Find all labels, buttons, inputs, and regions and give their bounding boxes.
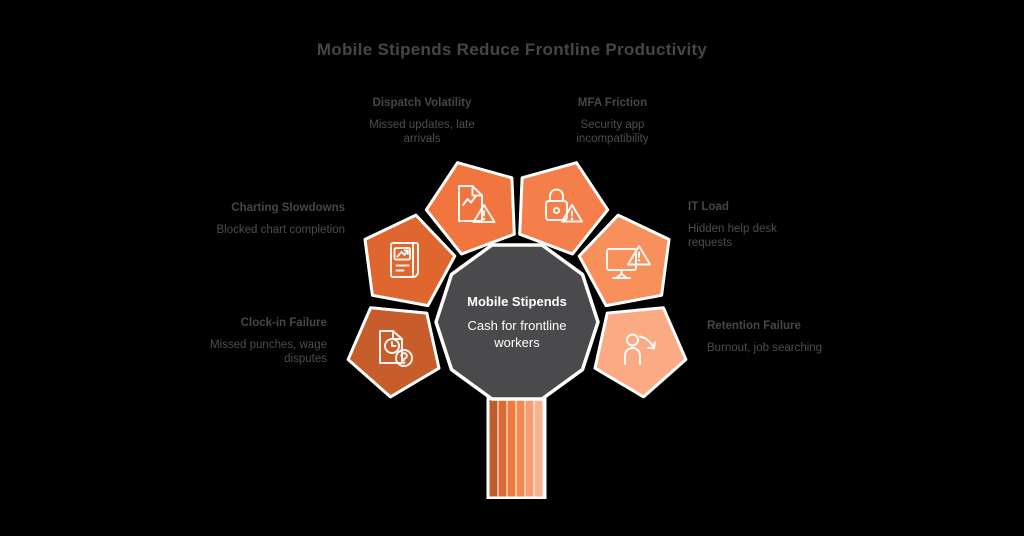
- center-heading: Mobile Stipends: [467, 294, 567, 309]
- center-description: Cash for frontline workers: [467, 318, 567, 351]
- document-clock-question-icon: [379, 330, 413, 367]
- node-heading: Charting Slowdowns: [231, 202, 345, 214]
- label-dispatch-volatility: Dispatch Volatility Missed updates, late…: [352, 97, 492, 147]
- petal-mfa-friction: [518, 161, 610, 256]
- node-heading: MFA Friction: [577, 97, 648, 109]
- document-warning-icon: [458, 185, 496, 223]
- stem-stripe: [533, 398, 544, 498]
- node-description: Missed updates, late arrivals: [369, 118, 475, 146]
- chart-document-icon: [390, 242, 419, 278]
- label-mfa-friction: MFA Friction Security app incompatibilit…: [540, 97, 685, 147]
- petal-it-load: [577, 213, 671, 308]
- page-title: Mobile Stipends Reduce Frontline Product…: [316, 40, 708, 59]
- center-hub: [434, 243, 600, 401]
- lock-warning-icon: [545, 188, 583, 223]
- stem-stripe: [515, 398, 526, 498]
- node-description: Hidden help desk requests: [688, 222, 777, 250]
- node-heading: IT Load: [688, 201, 729, 213]
- stem: [486, 396, 547, 499]
- person-decline-icon: [624, 333, 656, 365]
- node-heading: Clock-in Failure: [240, 317, 327, 329]
- label-clock-in-failure: Clock-in Failure Missed punches, wage di…: [177, 317, 327, 367]
- center-hub-text: Mobile Stipends Cash for frontline worke…: [437, 294, 597, 352]
- node-description: Missed punches, wage disputes: [210, 338, 327, 366]
- monitor-warning-icon: [606, 245, 651, 279]
- node-description: Blocked chart completion: [216, 223, 345, 236]
- node-heading: Dispatch Volatility: [372, 97, 472, 109]
- label-retention-failure: Retention Failure Burnout, job searching: [707, 320, 877, 355]
- stem-stripe: [506, 398, 517, 498]
- petal-dispatch-volatility: [424, 161, 516, 256]
- stem-stripe: [488, 398, 499, 498]
- petal-retention-failure: [593, 306, 688, 399]
- petal-charting-slowdowns: [363, 213, 457, 308]
- label-it-load: IT Load Hidden help desk requests: [688, 201, 808, 251]
- stem-stripe: [524, 398, 535, 498]
- node-heading: Retention Failure: [707, 320, 801, 332]
- label-charting-slowdowns: Charting Slowdowns Blocked chart complet…: [165, 202, 345, 237]
- node-description: Burnout, job searching: [707, 341, 823, 354]
- node-description: Security app incompatibility: [576, 118, 649, 146]
- stem-stripe: [497, 398, 508, 498]
